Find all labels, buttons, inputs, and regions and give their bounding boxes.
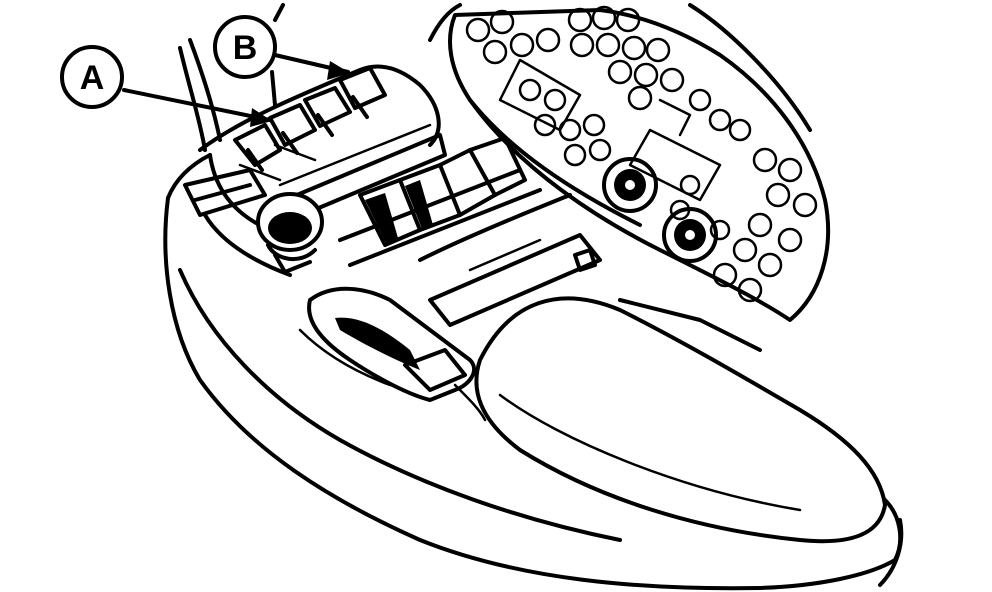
left-slot bbox=[183, 168, 292, 277]
callout-a: A bbox=[60, 45, 272, 127]
callout-b-label: B bbox=[233, 29, 258, 67]
rocker-switch-row bbox=[233, 66, 387, 182]
central-lever-bank bbox=[338, 136, 602, 327]
keypad-buttons bbox=[465, 5, 818, 303]
right-control-panel bbox=[428, 3, 830, 322]
console-body bbox=[163, 153, 904, 591]
throttle-slider bbox=[298, 286, 476, 402]
joystick-knob bbox=[256, 192, 324, 274]
armrest-pad bbox=[453, 296, 887, 544]
callout-a-label: A bbox=[80, 59, 105, 97]
callout-b: B bbox=[213, 3, 350, 107]
rotary-dials bbox=[602, 157, 718, 263]
